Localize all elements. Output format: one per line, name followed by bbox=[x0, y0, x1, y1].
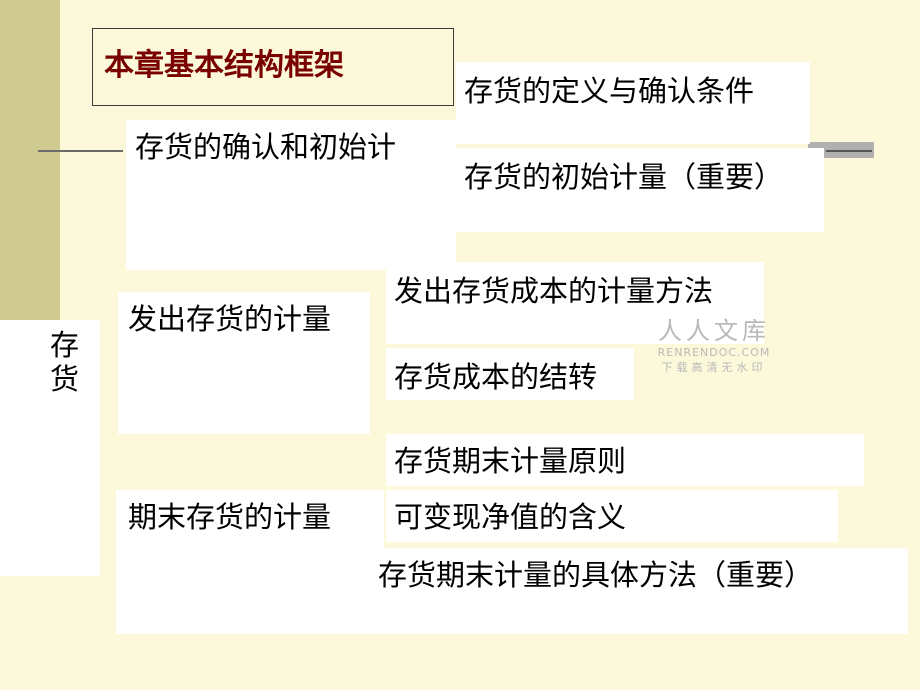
connector-line-left bbox=[38, 150, 123, 152]
branch-1-box bbox=[126, 120, 456, 270]
branch-3-box bbox=[116, 490, 384, 634]
branch-3-child-2-box bbox=[386, 490, 838, 542]
root-node-label: 存货 bbox=[50, 328, 80, 396]
branch-2-child-1-box bbox=[386, 262, 764, 344]
branch-2-child-2: 存货成本的结转 bbox=[394, 360, 598, 394]
branch-2-child-2-box bbox=[386, 348, 634, 400]
branch-2-label: 发出存货的计量 bbox=[128, 302, 332, 336]
watermark-logo: 人人文库 RENRENDOC.COM 下载高清无水印 bbox=[650, 316, 778, 380]
root-node-box bbox=[0, 320, 100, 576]
title-frame bbox=[92, 28, 454, 106]
watermark-tagline: 下载高清无水印 bbox=[661, 361, 767, 374]
branch-2-box bbox=[118, 292, 370, 434]
branch-1-child-1: 存货的定义与确认条件 bbox=[464, 74, 755, 108]
branch-1-label: 存货的确认和初始计 bbox=[135, 130, 397, 164]
branch-1-child-2: 存货的初始计量（重要） bbox=[464, 160, 784, 194]
branch-3-child-3-box bbox=[372, 548, 908, 634]
branch-3-child-1: 存货期末计量原则 bbox=[394, 444, 627, 478]
branch-3-child-2: 可变现净值的含义 bbox=[394, 500, 627, 534]
page-title: 本章基本结构框架 bbox=[104, 48, 344, 83]
branch-1-child-1-box bbox=[456, 62, 810, 144]
watermark-name: 人人文库 bbox=[658, 317, 770, 345]
branch-1-child-2-box bbox=[456, 148, 824, 232]
branch-3-child-1-box bbox=[386, 434, 864, 486]
left-accent-band bbox=[0, 0, 60, 320]
watermark-domain: RENRENDOC.COM bbox=[657, 346, 771, 359]
connector-line-right bbox=[826, 150, 872, 152]
branch-3-label: 期末存货的计量 bbox=[128, 500, 332, 534]
branch-3-child-3: 存货期末计量的具体方法（重要） bbox=[378, 558, 814, 592]
branch-2-child-1: 发出存货成本的计量方法 bbox=[394, 274, 714, 308]
